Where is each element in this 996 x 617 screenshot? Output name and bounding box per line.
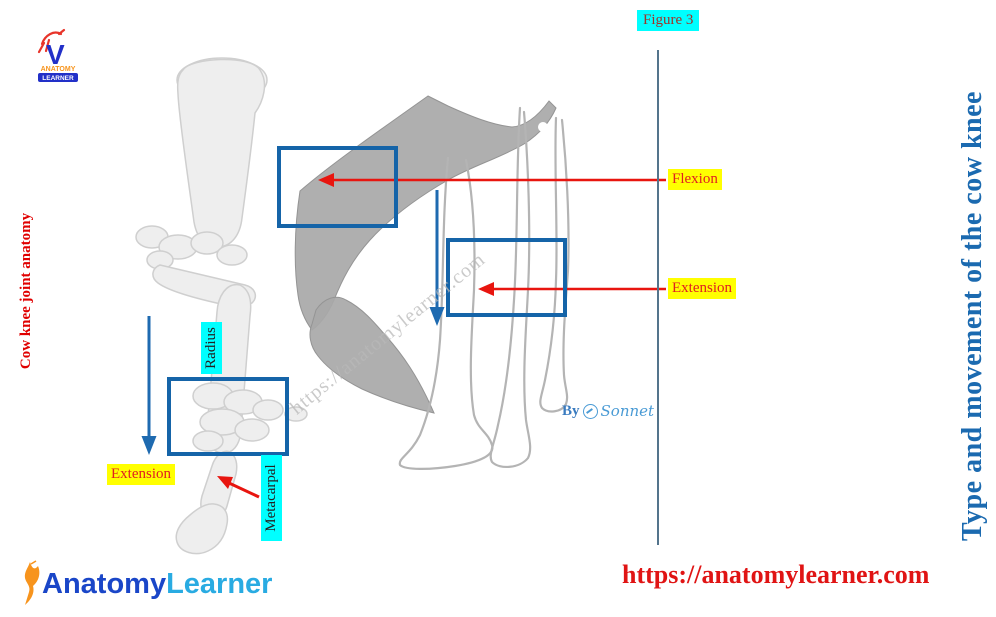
footer-logo-learner: Learner: [166, 567, 273, 600]
metacarpal-pointer-arrow: [217, 476, 260, 499]
extension-direction-arrow-left: [141, 316, 157, 455]
leaping-goat-icon: [37, 28, 66, 54]
extension-region-box: [446, 238, 567, 317]
credit-by-label: By: [562, 402, 580, 419]
sonnet-badge-icon: [582, 403, 598, 419]
credit-line: By Sonnet: [562, 402, 654, 420]
figure-number-label: Figure 3: [637, 10, 700, 31]
watermark-text: https://anatomylearner.com: [286, 248, 490, 420]
knee-joint-region-box: [167, 377, 289, 456]
flexion-label: Flexion: [668, 169, 722, 190]
extension-label-left: Extension: [107, 464, 175, 485]
antelope-icon: [24, 560, 40, 605]
anatomylearner-logo-small: V ANATOMY LEARNER: [37, 28, 78, 82]
logo-word-learner: LEARNER: [42, 75, 74, 82]
figure-title-right: Type and movement of the cow knee: [957, 91, 988, 541]
radius-label: Radius: [201, 322, 222, 374]
logo-word-anatomy: ANATOMY: [41, 66, 76, 73]
flexion-region-box: [277, 146, 398, 228]
extension-label-right: Extension: [668, 278, 736, 299]
figure-title-left: Cow knee joint anatomy: [18, 212, 34, 370]
footer-logo-anatomy: Anatomy: [42, 567, 167, 600]
vertical-divider-line: [657, 50, 659, 545]
metacarpal-label: Metacarpal: [261, 455, 282, 541]
credit-name: Sonnet: [600, 402, 655, 420]
logo-monogram: V: [46, 39, 65, 70]
website-url-link[interactable]: https://anatomylearner.com: [622, 560, 930, 589]
